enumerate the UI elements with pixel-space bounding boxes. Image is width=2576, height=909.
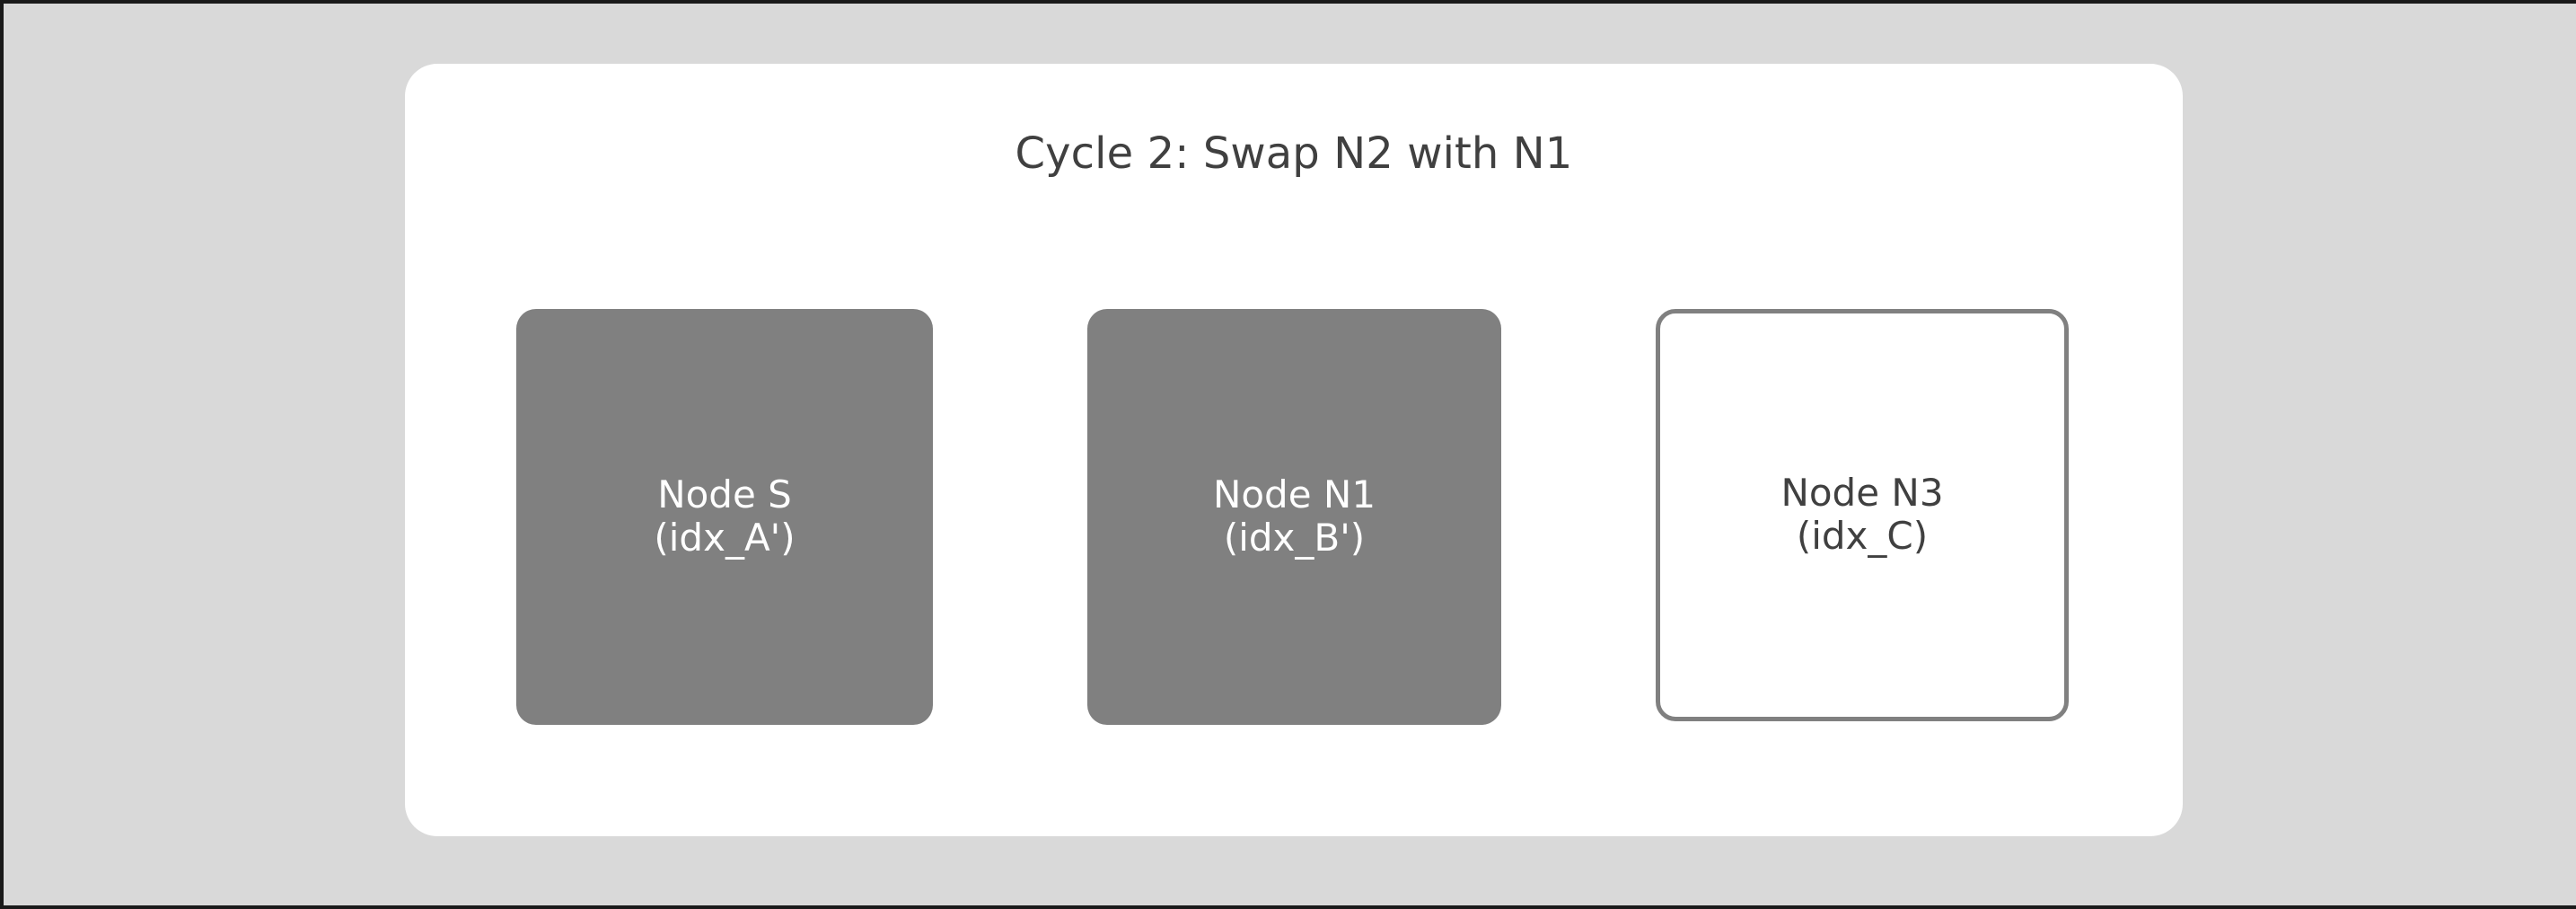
node-label-name: Node N3 [1780, 471, 1944, 516]
slide-card: Cycle 2: Swap N2 with N1 Node S (idx_A')… [405, 64, 2183, 836]
page-title: Cycle 2: Swap N2 with N1 [1015, 128, 1573, 179]
node-box-s[interactable]: Node S (idx_A') [516, 309, 933, 725]
node-label-index: (idx_C) [1796, 514, 1929, 558]
node-row: Node S (idx_A') Node N1 (idx_B') Node N3… [405, 309, 2183, 727]
node-label-index: (idx_B') [1223, 516, 1366, 560]
node-box-n1[interactable]: Node N1 (idx_B') [1087, 309, 1501, 725]
node-label-name: Node N1 [1212, 472, 1376, 517]
node-label-name: Node S [657, 472, 792, 517]
node-label-index: (idx_A') [654, 516, 796, 560]
node-box-n3[interactable]: Node N3 (idx_C) [1656, 309, 2069, 721]
